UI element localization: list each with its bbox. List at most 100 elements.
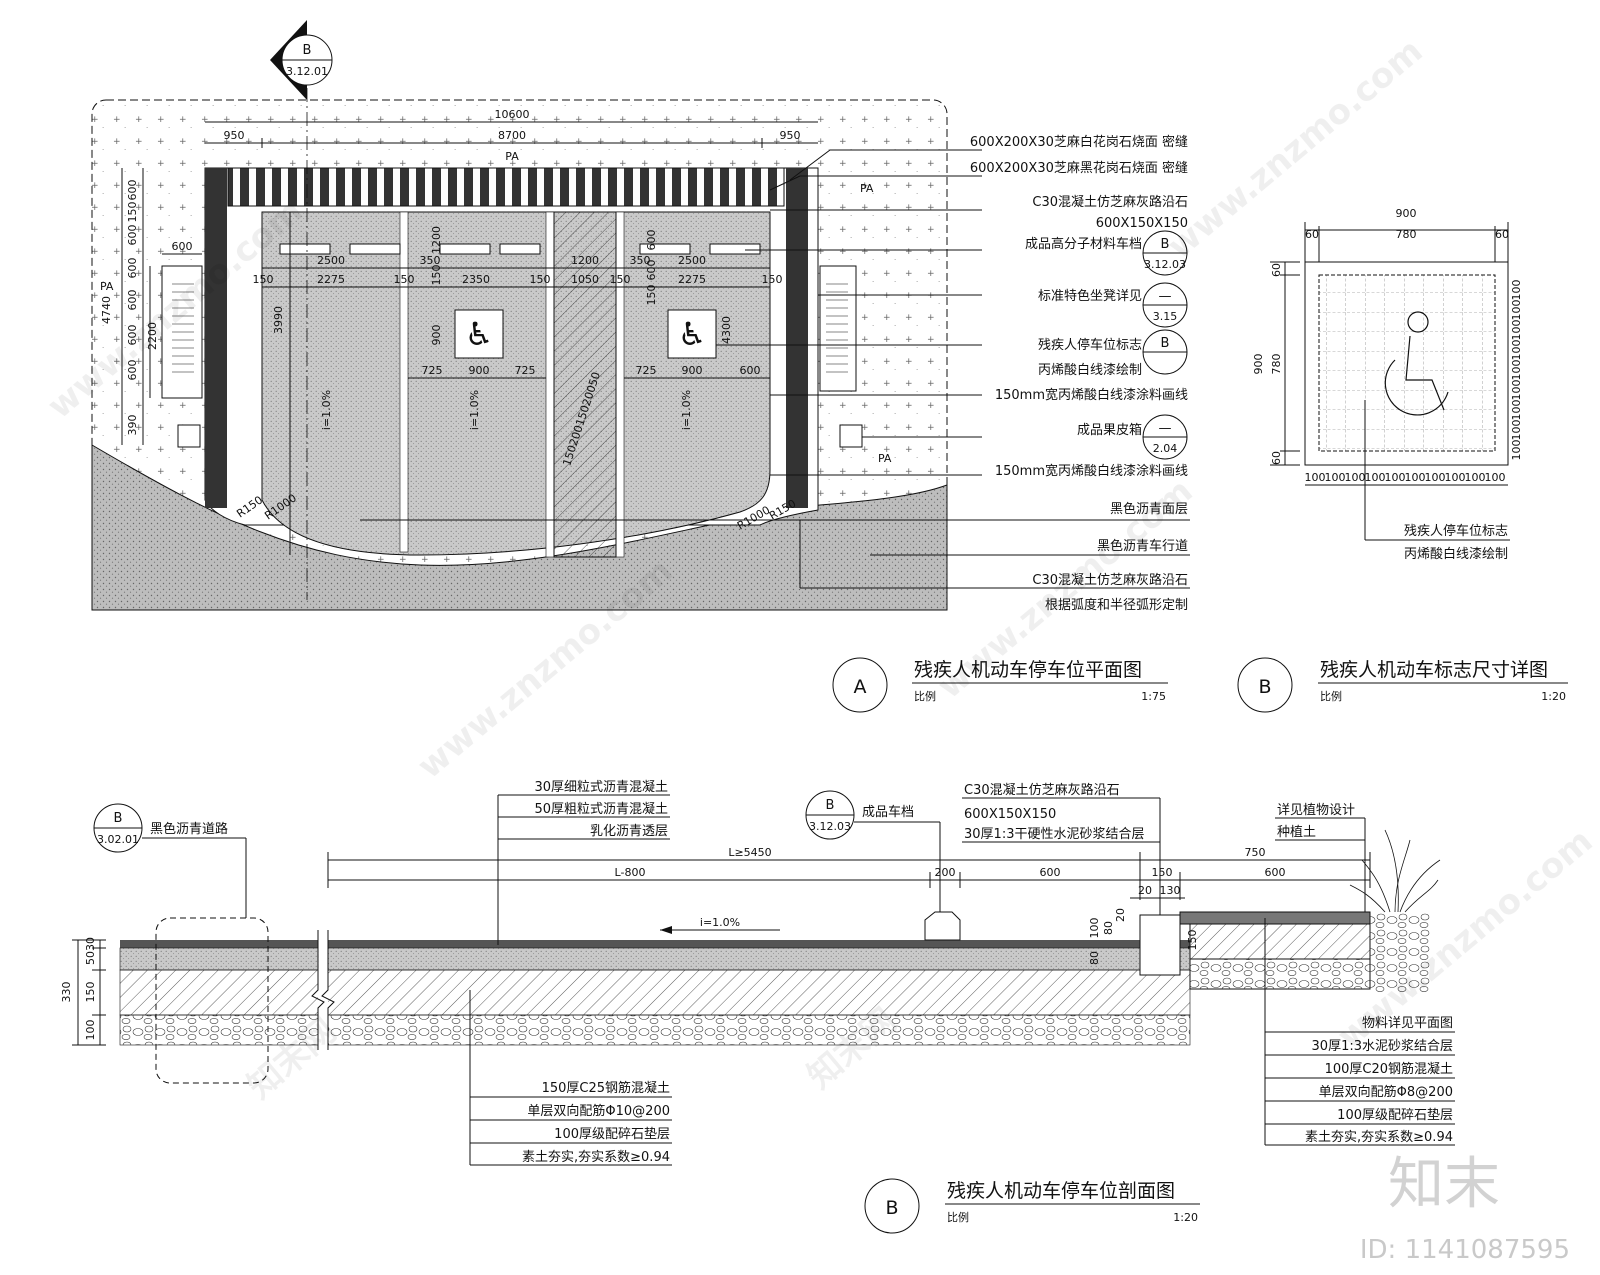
svg-text:L-800: L-800 xyxy=(615,866,646,879)
svg-text:PA: PA xyxy=(878,452,892,465)
svg-text:残疾人停车位标志: 残疾人停车位标志 xyxy=(1038,337,1142,353)
svg-text:950: 950 xyxy=(224,129,245,142)
sign-title: B 残疾人机动车标志尺寸详图 比例 1:20 xyxy=(1237,657,1568,713)
svg-text:100: 100 xyxy=(1305,471,1326,484)
wheel-stop-callout: B 3.12.03 成品车档 xyxy=(805,790,941,912)
stall-line xyxy=(399,211,409,553)
svg-text:残疾人机动车停车位平面图: 残疾人机动车停车位平面图 xyxy=(914,659,1142,681)
svg-text:2275: 2275 xyxy=(678,273,706,286)
asphalt-layer-notes: 30厚细粒式沥青混凝土 50厚粗粒式沥青混凝土 乳化沥青透层 xyxy=(497,779,670,945)
trash-bin-left xyxy=(177,424,201,448)
svg-text:150: 150 xyxy=(84,982,97,1003)
svg-text:725: 725 xyxy=(515,364,536,377)
svg-text:900: 900 xyxy=(469,364,490,377)
svg-text:4300: 4300 xyxy=(720,316,733,344)
svg-text:标准特色坐凳详见: 标准特色坐凳详见 xyxy=(1038,288,1142,304)
svg-text:100: 100 xyxy=(1365,471,1386,484)
curb-stone xyxy=(1139,914,1181,976)
svg-text:60: 60 xyxy=(1270,263,1283,277)
svg-text:1:20: 1:20 xyxy=(1541,690,1566,703)
paving-layer xyxy=(1179,911,1371,925)
svg-text:900: 900 xyxy=(1252,354,1265,375)
section-curb-dims: 100 80 20 80 150 xyxy=(1088,908,1199,965)
sign-grid-dims-bottom: 100 100 100 100 100 100 100 100 100 100 xyxy=(1305,471,1508,486)
svg-text:—: — xyxy=(1159,421,1172,436)
concrete-layer xyxy=(119,969,1191,1016)
svg-text:i=1.0%: i=1.0% xyxy=(468,390,481,430)
svg-text:100厚级配碎石垫层: 100厚级配碎石垫层 xyxy=(554,1126,670,1142)
svg-text:950: 950 xyxy=(780,129,801,142)
svg-text:780: 780 xyxy=(1270,354,1283,375)
svg-text:150: 150 xyxy=(394,273,415,286)
brand-logo: 知末 xyxy=(1388,1152,1500,1217)
svg-text:成品果皮箱: 成品果皮箱 xyxy=(1077,422,1142,438)
svg-text:乳化沥青透层: 乳化沥青透层 xyxy=(590,824,668,839)
detail-callout: — 3.15 xyxy=(1142,282,1188,328)
svg-text:200: 200 xyxy=(935,866,956,879)
break-gap xyxy=(318,930,328,1050)
svg-text:C30混凝土仿芝麻灰路沿石: C30混凝土仿芝麻灰路沿石 xyxy=(964,782,1120,798)
svg-text:600: 600 xyxy=(1265,866,1286,879)
svg-text:150: 150 xyxy=(645,285,658,306)
svg-text:2.04: 2.04 xyxy=(1153,442,1178,455)
svg-text:1050: 1050 xyxy=(571,273,599,286)
wheelchair-symbol-outline xyxy=(1384,311,1449,416)
plan-notes: 600X200X30芝麻白花岗石烧面 密缝 600X200X30芝麻黑花岗石烧面… xyxy=(970,134,1188,613)
section-dimensions: L≥5450 L-800 200 600 150 750 600 20 130 … xyxy=(327,846,1371,934)
svg-text:600: 600 xyxy=(126,360,139,381)
svg-text:100: 100 xyxy=(1445,471,1466,484)
section-title: B 残疾人机动车停车位剖面图 比例 1:20 xyxy=(864,1178,1200,1234)
svg-text:900: 900 xyxy=(430,325,443,346)
section-left-dims: 330 50 30 150 100 xyxy=(60,937,106,1046)
svg-text:130: 130 xyxy=(1160,884,1181,897)
svg-text:B: B xyxy=(1258,676,1271,698)
svg-text:比例: 比例 xyxy=(914,689,936,703)
svg-text:150厚C25钢筋混凝土: 150厚C25钢筋混凝土 xyxy=(542,1080,670,1096)
svg-text:600: 600 xyxy=(1040,866,1061,879)
svg-text:单层双向配筋Φ10@200: 单层双向配筋Φ10@200 xyxy=(527,1103,670,1119)
svg-text:4740: 4740 xyxy=(100,296,113,324)
svg-text:成品车档: 成品车档 xyxy=(862,804,914,820)
svg-text:比例: 比例 xyxy=(947,1210,969,1224)
svg-text:C30混凝土仿芝麻灰路沿石: C30混凝土仿芝麻灰路沿石 xyxy=(1032,572,1188,588)
svg-text:3990: 3990 xyxy=(272,306,285,334)
svg-text:60: 60 xyxy=(1270,451,1283,465)
stall-dimensions: 2500 2275 150 150 350 2350 150 1200 1050… xyxy=(253,254,783,288)
svg-text:100: 100 xyxy=(1510,440,1523,461)
svg-text:60: 60 xyxy=(1495,228,1509,241)
svg-text:600: 600 xyxy=(126,225,139,246)
break-line xyxy=(321,930,335,1050)
road-callout: B 3.02.01 黑色沥青道路 xyxy=(93,803,247,918)
svg-text:B: B xyxy=(303,43,312,58)
left-dark-band xyxy=(205,168,227,508)
svg-text:i=1.0%: i=1.0% xyxy=(700,916,740,929)
svg-text:600: 600 xyxy=(126,180,139,201)
svg-text:600: 600 xyxy=(126,325,139,346)
svg-text:素土夯实,夯实系数≥0.94: 素土夯实,夯实系数≥0.94 xyxy=(522,1150,670,1165)
svg-text:2350: 2350 xyxy=(462,273,490,286)
svg-text:比例: 比例 xyxy=(1320,689,1342,703)
svg-text:150: 150 xyxy=(430,265,443,286)
svg-text:www.znzmo.com: www.znzmo.com xyxy=(1160,31,1430,267)
wheel-stop xyxy=(279,243,331,255)
svg-text:单层双向配筋Φ8@200: 单层双向配筋Φ8@200 xyxy=(1319,1084,1453,1100)
svg-text:素土夯实,夯实系数≥0.94: 素土夯实,夯实系数≥0.94 xyxy=(1305,1130,1453,1145)
wheel-stop xyxy=(499,243,541,255)
svg-text:L≥5450: L≥5450 xyxy=(728,846,771,859)
svg-text:600: 600 xyxy=(645,230,658,251)
svg-text:750: 750 xyxy=(1245,846,1266,859)
svg-text:150: 150 xyxy=(610,273,631,286)
sign-grid-dims-right: 100 100 100 100 100 100 100 100 100 xyxy=(1510,280,1523,461)
granite-stripe-band xyxy=(227,167,785,207)
svg-text:100: 100 xyxy=(1485,471,1506,484)
svg-text:1200: 1200 xyxy=(430,226,443,254)
detail-frame xyxy=(155,917,269,1084)
accessible-parking-icon: ♿ xyxy=(454,309,504,359)
svg-text:100: 100 xyxy=(1405,471,1426,484)
svg-text:1:20: 1:20 xyxy=(1173,1211,1198,1224)
image-id: ID: 1141087595 xyxy=(1359,1235,1570,1265)
svg-text:80: 80 xyxy=(1102,921,1115,935)
section-callout: B 3.12.01 xyxy=(270,20,333,100)
svg-text:8700: 8700 xyxy=(498,129,526,142)
gravel-layer xyxy=(119,1014,1191,1046)
